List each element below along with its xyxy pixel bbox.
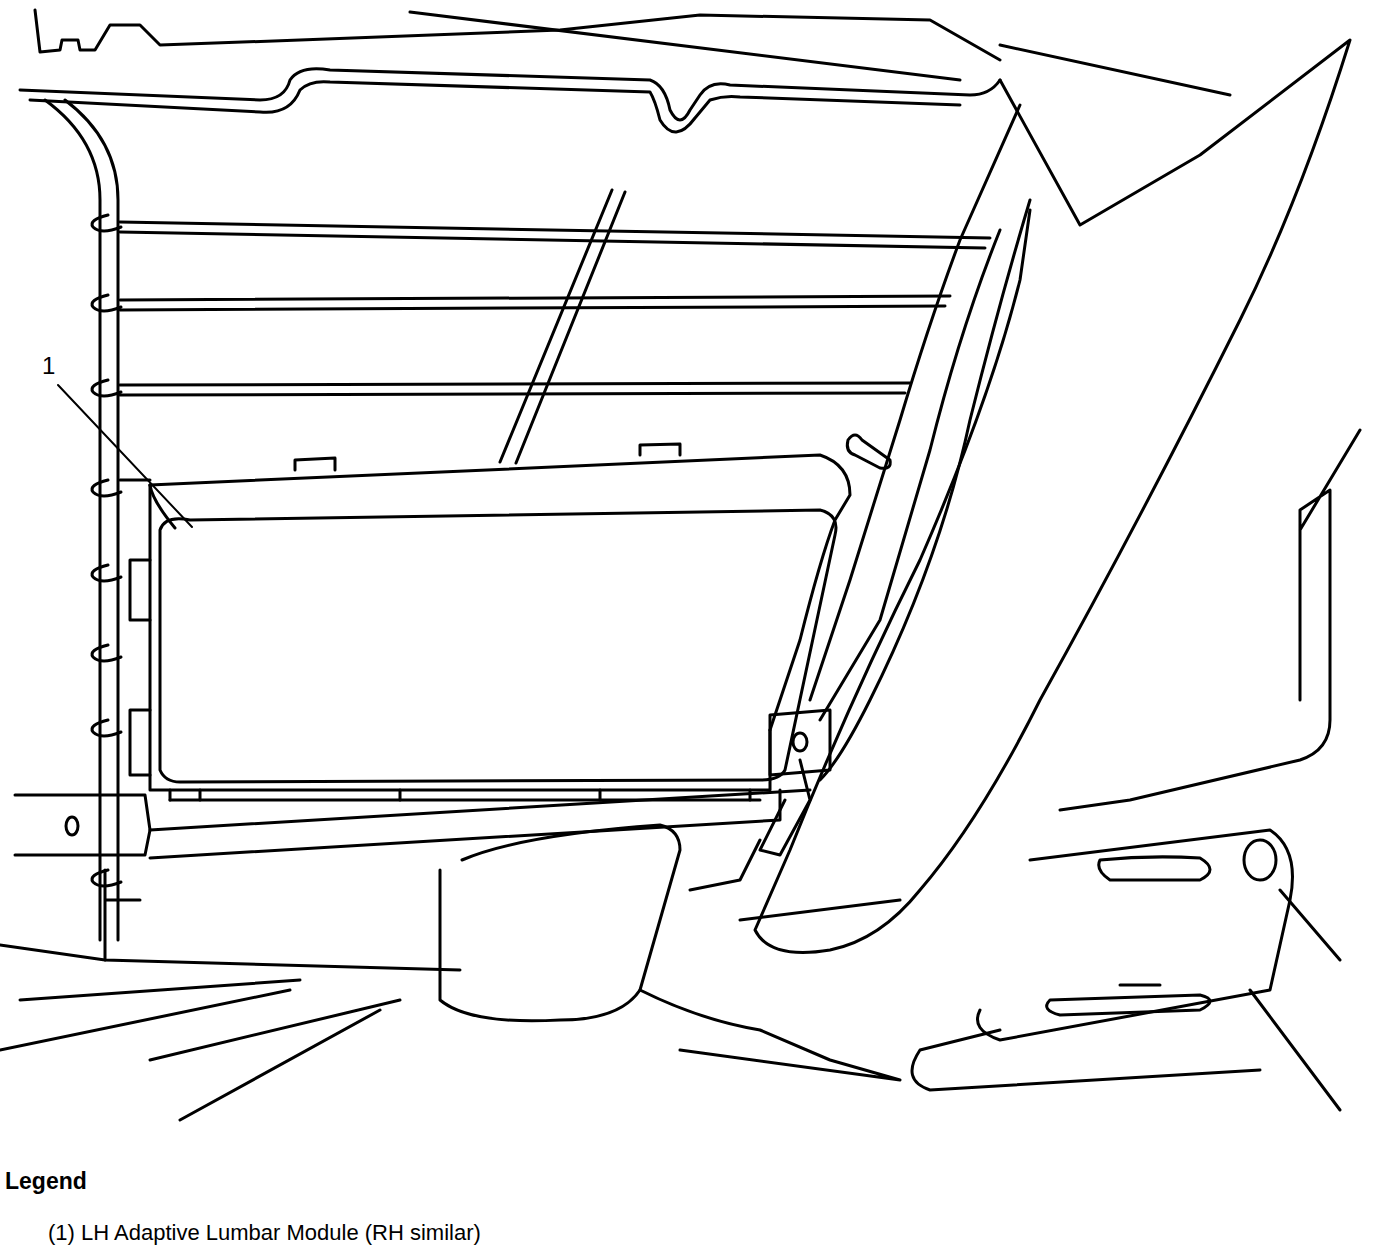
rod	[500, 190, 625, 463]
knob	[1244, 840, 1276, 880]
seat-base	[0, 945, 400, 1120]
stud	[847, 435, 890, 468]
wires	[120, 222, 990, 480]
seat-trim	[1047, 985, 1210, 1015]
seat-trim	[640, 900, 900, 1080]
wire-clips	[92, 215, 121, 886]
seat-trim	[1099, 857, 1340, 1110]
seat-frame-edge	[20, 69, 1000, 120]
seat-frame-top	[35, 10, 1000, 60]
side-wire	[810, 105, 1020, 700]
seat-frame-edge-inner	[30, 82, 960, 132]
legend-heading: Legend	[5, 1168, 87, 1195]
leader-line	[58, 385, 192, 527]
legend-entry: (1) LH Adaptive Lumbar Module (RH simila…	[48, 1220, 481, 1246]
side-trim	[820, 200, 1030, 780]
callout-number: 1	[42, 352, 55, 380]
seat-bolster	[755, 40, 1350, 953]
frame-line	[410, 12, 960, 80]
frame-line	[1000, 45, 1230, 95]
seat-trim	[912, 430, 1360, 1090]
lower-rail	[15, 710, 830, 970]
lumbar-module	[130, 444, 850, 800]
